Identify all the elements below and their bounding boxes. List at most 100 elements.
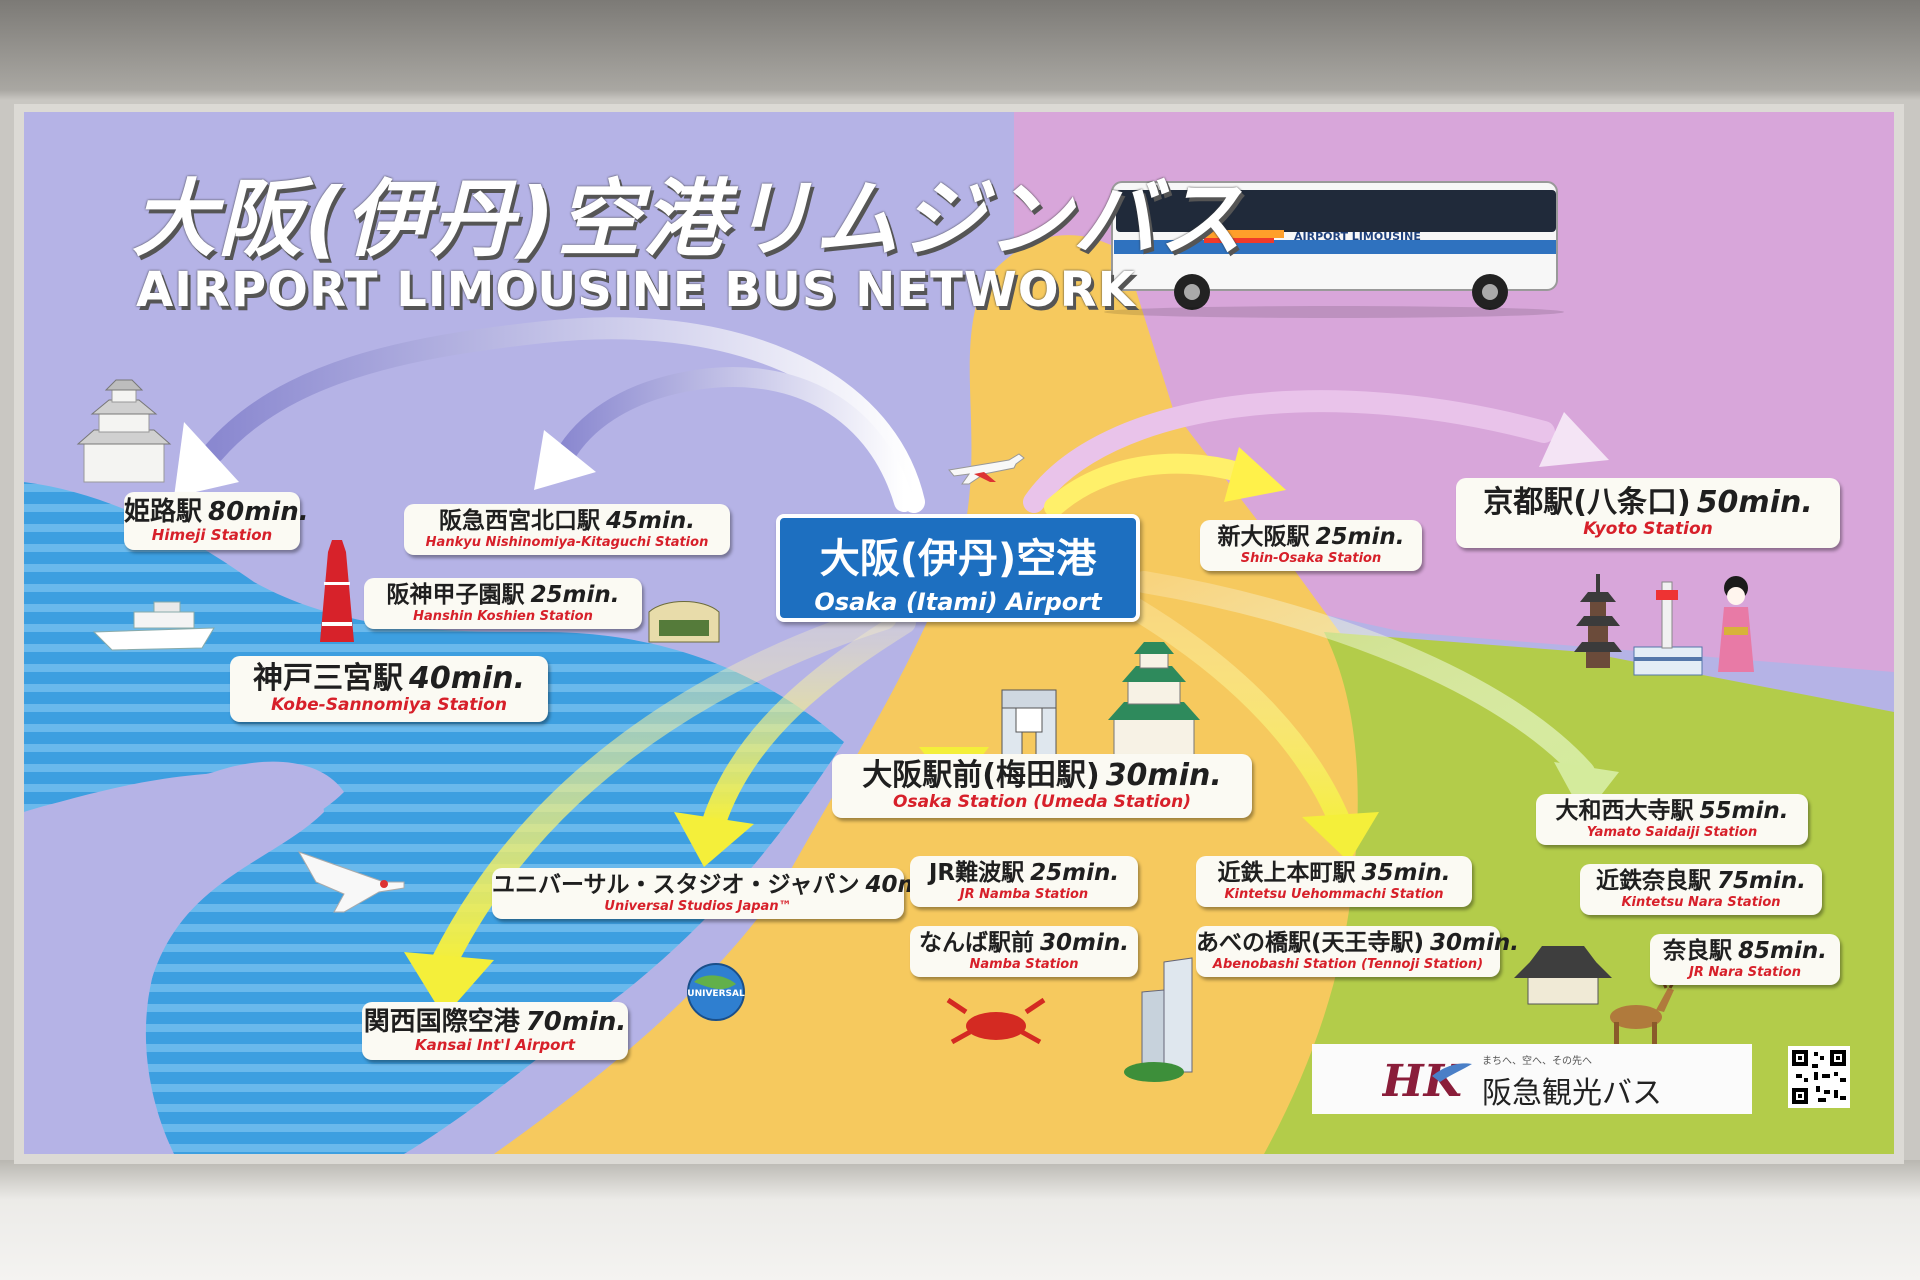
travel-time: 50min. [1696,485,1813,520]
travel-time: 45min. [606,508,695,534]
destination-osaka-umeda: 大阪駅前(梅田駅)30min. Osaka Station (Umeda Sta… [832,754,1252,818]
route-arrow-usj [702,610,916,834]
arrowhead-kyoto [1539,412,1609,467]
travel-time: 30min. [1040,930,1129,956]
maiko-icon [1718,576,1754,672]
destination-name-en: Kintetsu Nara Station [1621,895,1781,910]
destination-name-jp: 大和西大寺駅 [1555,798,1694,824]
nara-region [1264,632,1894,1154]
travel-time: 80min. [208,497,309,527]
destination-name-jp: JR難波駅 [928,860,1025,886]
floor [0,1160,1920,1280]
destination-name-jp: 京都駅(八条口) [1483,485,1691,520]
destination-name-jp: 阪神甲子園駅 [386,582,525,608]
limousine-bus-illustration: AIRPORT LIMOUSINE [1104,181,1564,318]
destination-name-jp: あべの橋駅(天王寺駅) [1196,930,1425,956]
destination-name-en: Namba Station [969,957,1079,972]
destination-name-en: Kansai Int'l Airport [415,1036,575,1054]
destination-name-en: JR Namba Station [959,887,1089,902]
destination-abenobashi: あべの橋駅(天王寺駅)30min. Abenobashi Station (Te… [1196,926,1519,977]
arrowhead-himeji [174,422,239,497]
travel-time: 30min. [1105,758,1222,793]
destination-name-en: Shin-Osaka Station [1240,551,1382,566]
destination-name-en: Kintetsu Uehommachi Station [1224,887,1444,902]
osaka-bay [24,482,844,1154]
arrowhead-shinosaka [1224,447,1286,502]
route-arrow-nara [1133,571,1595,783]
destination-name-en: Himeji Station [151,526,273,544]
destination-name-jp: 近鉄上本町駅 [1217,860,1356,886]
todaiji-temple-icon [1514,946,1612,1005]
route-arrow-uehommachi [1113,591,1355,843]
qr-code-icon[interactable] [1788,1046,1850,1108]
umeda-sky-building-icon [1001,689,1057,763]
route-arrow-kyoto [1023,390,1555,513]
destination-name-en: Osaka Station (Umeda Station) [893,792,1191,812]
hk-logo-icon: HK [1382,1056,1472,1102]
hub-name-jp: 大阪(伊丹)空港 [819,536,1097,582]
kobe-port-tower-icon [320,540,354,642]
destination-name-jp: 姫路駅 [124,497,203,527]
koshien-stadium-icon [648,601,720,643]
destination-name-jp: 奈良駅 [1663,938,1733,964]
travel-time: 85min. [1738,938,1827,964]
destination-name-jp: 大阪駅前(梅田駅) [862,758,1100,793]
arrowhead-nishinomiya [534,430,596,490]
abeno-harukas-icon [1124,957,1193,1082]
destination-name-en: Yamato Saidaiji Station [1586,825,1758,840]
destination-name-en: Kobe-Sannomiya Station [271,695,507,715]
arrowhead-usj [674,812,754,867]
travel-time: 35min. [1361,860,1451,886]
arrowhead-uehommachi [1302,812,1379,862]
airplane-icon [948,453,1025,485]
destination-universal-studios: ユニバーサル・スタジオ・ジャパン40min. Universal Studios… [492,868,955,919]
arrowhead-nara [1554,762,1619,817]
destination-name-jp: 新大阪駅 [1217,524,1310,550]
operator-logo-panel: HK まちへ、空へ、その先へ 阪急観光バス [1312,1044,1752,1114]
travel-time: 40min. [408,661,526,696]
route-arrow-shinosaka [1044,453,1264,517]
hk-logo-text: HK [1382,1056,1464,1102]
destination-name-jp: 近鉄奈良駅 [1596,868,1712,894]
arrowhead-kansai [404,952,494,1017]
awaji-land [24,772,324,1154]
travel-time: 75min. [1717,868,1806,894]
travel-time: 25min. [530,582,620,608]
kyoto-tower-icon [1633,581,1703,676]
bus-side-text: AIRPORT LIMOUSINE [1294,230,1421,243]
destination-name-en: JR Nara Station [1689,965,1801,980]
destination-name-jp: 阪急西宮北口駅 [439,508,601,534]
title-japanese: 大阪(伊丹)空港リムジンバス [132,170,1245,268]
operator-tagline: まちへ、空へ、その先へ [1482,1056,1592,1067]
route-map-board: AIRPORT LIMOUSINE [24,112,1894,1154]
destination-name-en: Kyoto Station [1583,519,1713,539]
route-arrow-nishinomiya [554,367,914,512]
destination-kyoto: 京都駅(八条口)50min. Kyoto Station [1456,478,1840,548]
destination-name-jp: なんば駅前 [919,930,1035,956]
crab-icon [946,997,1046,1045]
universal-globe-icon: UNIVERSAL [687,963,745,1021]
himeji-castle-icon [76,379,172,483]
travel-time: 70min. [525,1007,627,1037]
travel-time: 55min. [1699,798,1789,824]
destination-name-en: Universal Studios Japan™ [604,899,792,914]
pagoda-icon [1574,574,1622,668]
hub-name-en: Osaka (Itami) Airport [814,588,1102,616]
destination-name-en: Hankyu Nishinomiya-Kitaguchi Station [425,535,709,550]
destination-name-en: Abenobashi Station (Tennoji Station) [1212,957,1484,972]
travel-time: 25min. [1315,524,1405,550]
title-english: AIRPORT LIMOUSINE BUS NETWORK [136,262,1136,318]
ferry-icon [92,601,215,651]
travel-time: 30min. [1430,930,1519,956]
